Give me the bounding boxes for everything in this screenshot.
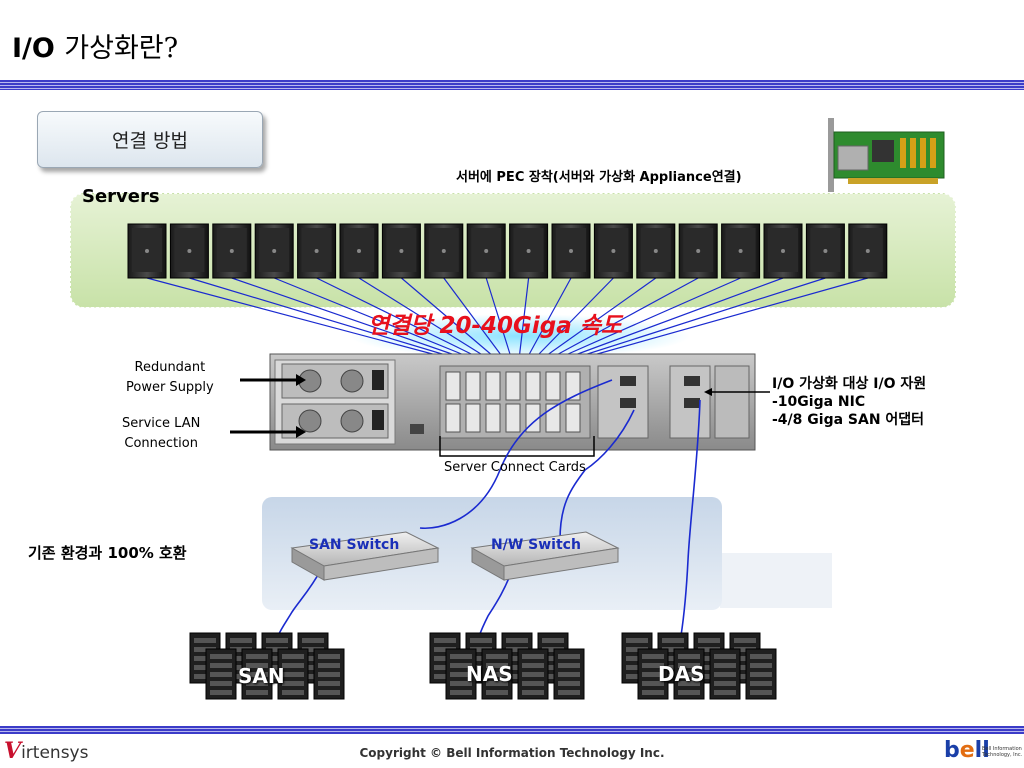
server-tower-icon	[297, 223, 337, 279]
compat-label: 기존 환경과 100% 호환	[28, 544, 187, 562]
speed-caption: 연결당 20-40Giga 속도	[368, 313, 623, 339]
server-connection-line	[536, 277, 614, 357]
storage-rack-icon	[241, 648, 273, 700]
storage-rack-icon	[553, 648, 585, 700]
bell-prefix: b	[944, 738, 960, 763]
server-tower-icon	[848, 223, 888, 279]
storage-rack-icon	[517, 648, 549, 700]
storage-rack-icon	[709, 648, 741, 700]
bell-small-1: Bell Information	[982, 746, 1022, 752]
san-switch-label: SAN Switch	[309, 537, 400, 553]
server-connection-line	[554, 277, 699, 357]
server-connect-label: Server Connect Cards	[444, 460, 586, 475]
server-tower-icon	[721, 223, 761, 279]
server-connection-line	[358, 277, 485, 357]
bell-e: e	[959, 738, 975, 763]
server-tower-icon	[381, 223, 421, 279]
io-resource-label: I/O 가상화 대상 I/O 자원 -10Giga NIC -4/8 Giga …	[772, 375, 926, 429]
server-tower-icon	[466, 223, 506, 279]
virtensys-text: irtensys	[21, 743, 89, 763]
service-lan-line-2: Connection	[124, 436, 198, 451]
server-tower-icon	[212, 223, 252, 279]
server-connection-line	[518, 277, 530, 357]
san-storage-label: SAN	[238, 664, 285, 688]
title-korean: 가상화란?	[64, 33, 179, 64]
bell-suffix: ll	[974, 738, 990, 763]
bottom-rule	[0, 726, 1024, 734]
pec-caption: 서버에 PEC 장착(서버와 가상화 Appliance연결)	[456, 170, 742, 185]
server-connection-line	[231, 277, 458, 357]
server-connection-line	[572, 277, 784, 357]
io-resource-line-3: -4/8 Giga SAN 어댑터	[772, 412, 925, 428]
server-connection-line	[580, 277, 826, 357]
io-resource-arrow	[704, 388, 770, 396]
server-tower-icon	[254, 223, 294, 279]
pci-card-icon	[828, 118, 945, 192]
redundant-arrow	[240, 374, 306, 386]
server-tower-icon	[593, 223, 633, 279]
server-tower-icon	[424, 223, 464, 279]
server-connection-line	[443, 277, 503, 357]
storage-rack-icon	[205, 648, 237, 700]
server-connection-line	[189, 277, 449, 357]
nw-switch-label: N/W Switch	[491, 537, 581, 553]
network-switch-icon	[290, 531, 440, 581]
server-connection-line	[316, 277, 476, 357]
storage-rack-icon	[637, 648, 669, 700]
top-rule	[0, 80, 1024, 90]
server-connection-line	[485, 277, 512, 357]
copyright: Copyright © Bell Information Technology …	[359, 746, 665, 760]
bell-logo: bell Bell Information Technology, Inc.	[944, 738, 1022, 763]
server-tower-icon	[551, 223, 591, 279]
server-tower-icon	[127, 223, 167, 279]
nas-storage-label: NAS	[466, 662, 513, 686]
storage-rack-icon	[445, 648, 477, 700]
server-connection-line	[146, 277, 441, 357]
san-panel-extension	[720, 553, 832, 608]
server-connection-lines	[146, 277, 868, 357]
storage-rack-icon	[313, 648, 345, 700]
servers-label: Servers	[82, 186, 160, 207]
io-resource-line-1: I/O 가상화 대상 I/O 자원	[772, 376, 927, 392]
service-lan-line-1: Service LAN	[122, 416, 201, 431]
page-title: I/O 가상화란?	[12, 26, 178, 65]
server-connection-line	[589, 277, 868, 357]
storage-rack-icon	[277, 648, 309, 700]
storage-racks	[189, 632, 777, 700]
server-tower-icon	[339, 223, 379, 279]
server-connection-line	[563, 277, 741, 357]
storage-rack-icon	[621, 632, 653, 684]
title-latin: I/O	[12, 33, 65, 64]
server-connection-line	[273, 277, 467, 357]
network-switch-icon	[470, 531, 620, 581]
server-row	[127, 223, 888, 279]
server-connection-line	[401, 277, 494, 357]
server-tower-icon	[678, 223, 718, 279]
storage-rack-icon	[673, 648, 705, 700]
server-connect-bracket	[439, 436, 595, 457]
virtensys-logo: Virtensys	[4, 738, 88, 764]
redundant-line-2: Power Supply	[126, 380, 214, 395]
storage-rack-icon	[745, 648, 777, 700]
storage-rack-icon	[481, 648, 513, 700]
server-tower-icon	[169, 223, 209, 279]
service-lan-label: Service LAN Connection	[122, 414, 200, 454]
server-tower-icon	[763, 223, 803, 279]
method-box: 연결 방법	[37, 111, 263, 168]
appliance-chassis-icon	[269, 353, 756, 451]
redundant-line-1: Redundant	[134, 360, 206, 375]
server-connection-line	[545, 277, 657, 357]
server-tower-icon	[509, 223, 549, 279]
io-resource-line-2: -10Giga NIC	[772, 394, 866, 410]
redundant-power-label: Redundant Power Supply	[126, 358, 214, 398]
virtensys-initial: V	[4, 738, 22, 764]
server-tower-icon	[636, 223, 676, 279]
server-connection-line	[527, 277, 572, 357]
server-tower-icon	[805, 223, 845, 279]
das-storage-label: DAS	[658, 662, 705, 686]
bell-small-2: Technology, Inc.	[982, 752, 1023, 758]
service-lan-arrow	[230, 426, 306, 438]
